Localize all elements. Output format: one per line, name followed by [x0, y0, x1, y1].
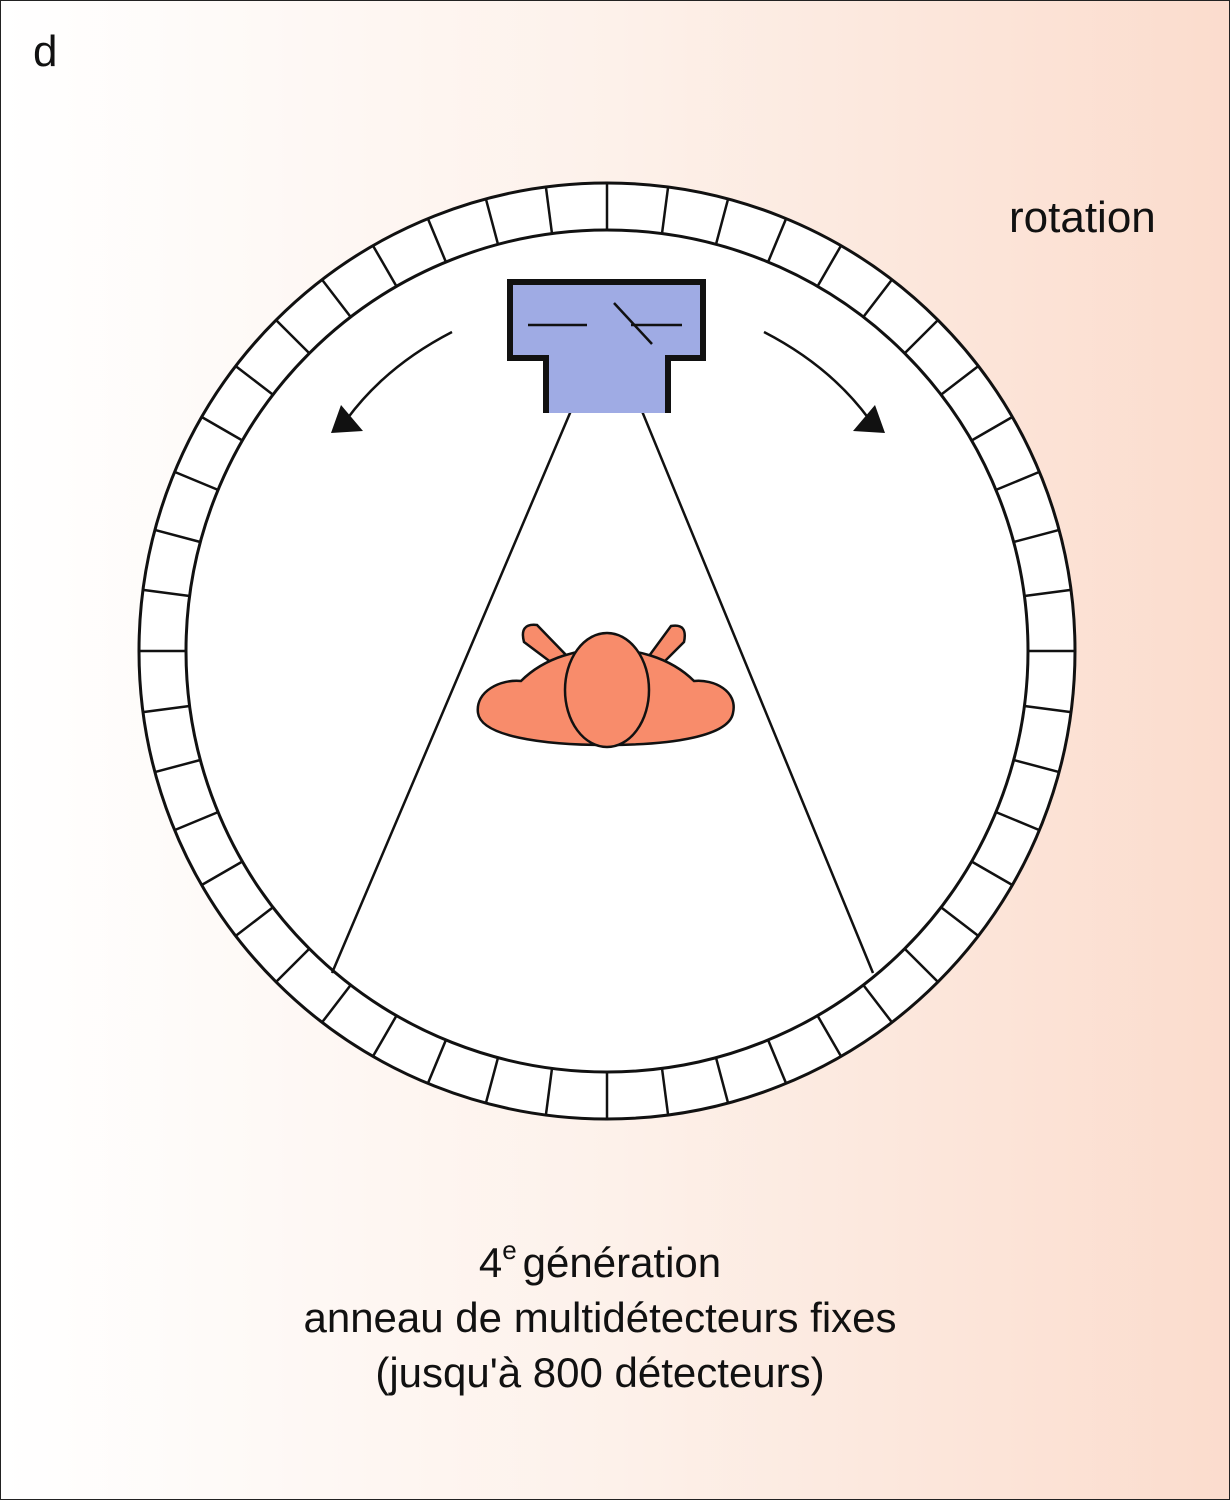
detector-cell-divider [275, 319, 311, 355]
patient-left-arm [521, 623, 569, 668]
detector-cell-divider [174, 810, 219, 832]
detector-cell-divider [154, 528, 201, 544]
detector-cell-divider [940, 906, 980, 937]
detector-cell-divider [484, 1057, 500, 1104]
detector-cell-divider [544, 1068, 554, 1116]
panel-letter: d [33, 27, 58, 76]
detector-cell-divider [714, 1057, 730, 1104]
detector-cell-divider [142, 588, 190, 598]
rotation-label: rotation [1009, 193, 1156, 242]
detector-cell-divider [660, 1068, 670, 1116]
detector-cells [139, 183, 1075, 1119]
detector-cell-divider [970, 860, 1013, 887]
detector-cell-divider [1024, 704, 1072, 714]
detector-cell-divider [862, 278, 893, 318]
detector-cell-divider [142, 704, 190, 714]
detector-cell-divider [970, 415, 1013, 442]
detector-cell-divider [234, 365, 274, 396]
detector-cell-divider [1013, 528, 1060, 544]
detector-cell-divider [544, 186, 554, 234]
detector-cell-divider [201, 860, 244, 887]
detector-cell-divider [371, 245, 398, 288]
rotation-arrow-left [345, 330, 453, 420]
detector-cell-divider [903, 319, 939, 355]
detector-cell-divider [940, 365, 980, 396]
detector-cell-divider [816, 1014, 843, 1057]
detector-cell-divider [154, 758, 201, 774]
detector-cell-divider [1024, 588, 1072, 598]
generation-number: 4 [478, 1239, 503, 1286]
detector-cell-divider [862, 984, 893, 1024]
detector-cell-divider [816, 245, 843, 288]
detector-cell-divider [660, 186, 670, 234]
tube-target-line [613, 302, 653, 345]
detector-cell-divider [426, 218, 448, 263]
detector-cell-divider [201, 415, 244, 442]
detector-cell-divider [321, 278, 352, 318]
xray-tube [510, 282, 703, 413]
xray-tube-outline [507, 279, 706, 413]
detector-cell-divider [1013, 758, 1060, 774]
patient-head [563, 631, 651, 749]
caption-line-3: (jusqu'à 800 détecteurs) [375, 1349, 825, 1396]
detector-cell-divider [714, 198, 730, 245]
detector-cell-divider [321, 984, 352, 1024]
detector-cell-divider [995, 810, 1040, 832]
generation-word: génération [522, 1239, 722, 1286]
detector-cell-divider [484, 198, 500, 245]
detector-cell-divider [426, 1039, 448, 1084]
detector-cell-divider [371, 1014, 398, 1057]
detector-cell-divider [766, 218, 788, 263]
rotation-arrow-right-head [853, 405, 885, 433]
detector-cell-divider [903, 947, 939, 983]
detector-cell-divider [275, 947, 311, 983]
caption-line-2: anneau de multidétecteurs fixes [303, 1294, 897, 1341]
patient-icon [476, 623, 735, 749]
detector-cell-divider [234, 906, 274, 937]
detector-cell-divider [995, 470, 1040, 492]
rotation-arrow-left-head [331, 405, 363, 433]
rotation-arrow-right [763, 330, 871, 420]
generation-superscript: e [502, 1235, 517, 1265]
detector-cell-divider [766, 1039, 788, 1084]
detector-cell-divider [174, 470, 219, 492]
